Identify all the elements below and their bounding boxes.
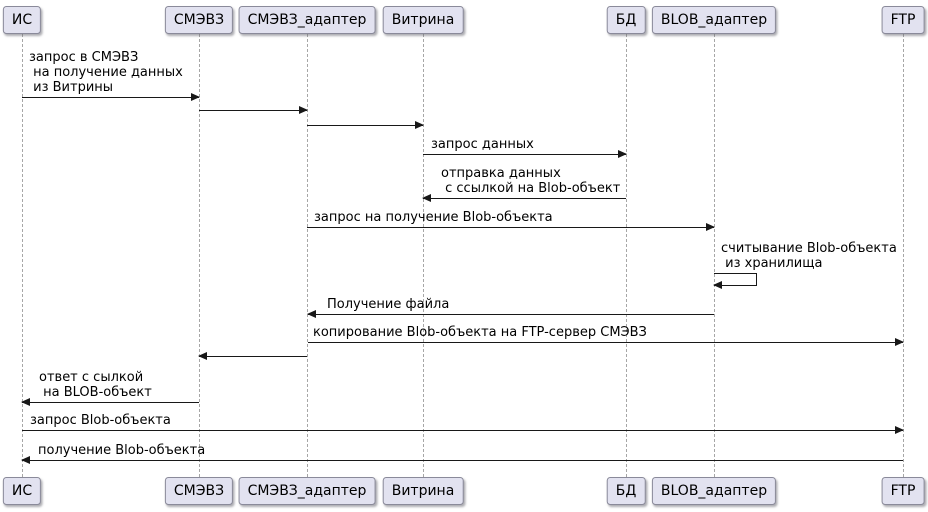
self-message-loop-top (714, 273, 757, 274)
self-message-loop-right (756, 273, 757, 285)
message-arrow-11 (21, 398, 199, 407)
participant-top-is: ИС (2, 6, 42, 34)
participant-bottom-is: ИС (2, 477, 42, 505)
message-label-11: ответ с сылкой на BLOB-объект (39, 370, 152, 400)
message-arrow-3 (307, 121, 424, 130)
message-label-9: копирование Blob-объекта на FTP-сервер С… (313, 325, 647, 340)
participant-bottom-db: БД (606, 477, 646, 505)
message-label-7: считывание Blob-объекта из хранилища (721, 241, 897, 271)
message-label-1: запрос в СМЭВЗ на получение данных из Ви… (29, 50, 183, 95)
message-label-5: отправка данных с ссылкой на Blob-объект (441, 166, 621, 196)
participant-bottom-vitrina: Витрина (382, 477, 464, 505)
participant-top-smev3: СМЭВЗ (164, 6, 234, 34)
message-label-13: получение Blob-объекта (38, 443, 206, 458)
message-label-8: Получение файла (327, 297, 450, 312)
lifeline-is (22, 34, 23, 477)
participant-top-vitrina: Витрина (382, 6, 464, 34)
message-arrow-5 (422, 194, 626, 203)
message-arrow-13 (21, 456, 903, 465)
message-arrow-2 (199, 106, 308, 115)
message-arrow-1 (22, 93, 200, 102)
lifeline-vitrina (423, 34, 424, 477)
message-label-12: запрос Blob-объекта (30, 413, 171, 428)
participant-bottom-ftp: FTP (881, 477, 925, 505)
self-message-loop-bottom (713, 281, 757, 290)
participant-top-db: БД (606, 6, 646, 34)
participant-bottom-smev3-adapter: СМЭВЗ_адаптер (238, 477, 376, 505)
lifeline-smev3 (199, 34, 200, 477)
participant-top-ftp: FTP (881, 6, 925, 34)
lifeline-db (626, 34, 627, 477)
lifeline-ftp (903, 34, 904, 477)
message-arrow-6 (307, 223, 715, 232)
message-arrow-4 (423, 150, 627, 159)
message-arrow-8 (307, 310, 714, 319)
participant-top-smev3-adapter: СМЭВЗ_адаптер (238, 6, 376, 34)
lifeline-blob-adapter (714, 34, 715, 477)
participant-bottom-blob-adapter: BLOB_адаптер (651, 477, 777, 505)
message-arrow-12 (22, 426, 904, 435)
message-arrow-9 (308, 338, 904, 347)
message-label-6: запрос на получение Blob-объекта (314, 210, 553, 225)
message-arrow-10 (198, 352, 307, 361)
message-label-4: запрос данных (431, 137, 534, 152)
lifeline-smev3-adapter (307, 34, 308, 477)
participant-bottom-smev3: СМЭВЗ (164, 477, 234, 505)
participant-top-blob-adapter: BLOB_адаптер (651, 6, 777, 34)
